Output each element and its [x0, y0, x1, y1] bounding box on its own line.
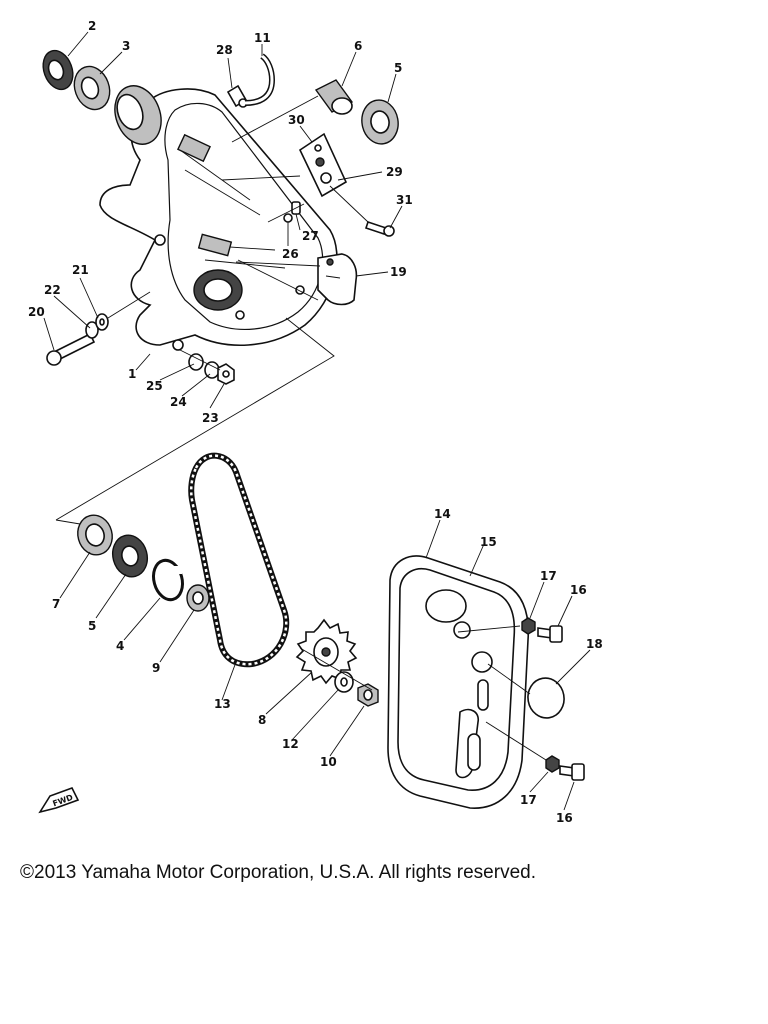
label-26: 26 — [282, 247, 299, 261]
pin-26 — [283, 213, 293, 223]
label-29: 29 — [386, 165, 403, 179]
label-31: 31 — [396, 193, 413, 207]
label-6: 6 — [354, 39, 362, 53]
washer-24 — [204, 361, 220, 379]
copyright-notice: ©2013 Yamaha Motor Corporation, U.S.A. A… — [20, 862, 536, 883]
label-5-upper: 5 — [394, 61, 402, 75]
nut-23 — [217, 363, 235, 385]
bearing-5-upper — [361, 99, 399, 145]
label-2: 2 — [88, 19, 96, 33]
label-20: 20 — [28, 305, 45, 319]
snap-ring-4 — [152, 558, 184, 602]
spacer-9 — [186, 584, 210, 612]
label-16-upper: 16 — [570, 583, 587, 597]
label-7: 7 — [52, 597, 60, 611]
part-labels: 2 3 28 11 6 5 30 29 31 27 26 19 21 22 20… — [28, 19, 603, 825]
bolt-31 — [364, 220, 395, 237]
collar-6 — [314, 79, 354, 115]
cap-18 — [527, 677, 565, 719]
label-14: 14 — [434, 507, 451, 521]
label-11: 11 — [254, 31, 271, 45]
washer-12 — [334, 671, 354, 693]
label-17-upper: 17 — [540, 569, 557, 583]
drive-chain-13 — [188, 452, 290, 668]
label-25: 25 — [146, 379, 163, 393]
bearing-7 — [77, 514, 113, 556]
label-28: 28 — [216, 43, 233, 57]
label-10: 10 — [320, 755, 337, 769]
label-16-lower: 16 — [556, 811, 573, 825]
tensioner-plate-30 — [298, 132, 348, 198]
upper-assembly-lines — [55, 95, 369, 521]
washer-25 — [188, 353, 204, 371]
label-22: 22 — [44, 283, 61, 297]
nut-17-lower — [545, 755, 560, 773]
bearing-2 — [42, 49, 74, 91]
label-9: 9 — [152, 661, 160, 675]
label-21: 21 — [72, 263, 89, 277]
exploded-parts-diagram: FWD 2 — [28, 19, 603, 825]
slider-block-19 — [317, 253, 358, 306]
leader-lines — [43, 31, 591, 811]
nut-17-upper — [521, 617, 536, 635]
bolt-16-upper — [537, 625, 563, 643]
label-23: 23 — [202, 411, 219, 425]
forward-arrow-icon: FWD — [38, 787, 80, 814]
hose-11 — [244, 53, 276, 106]
bearing-5-lower — [112, 534, 148, 578]
bearing-3 — [73, 65, 111, 111]
bolt-20 — [46, 332, 96, 366]
label-24: 24 — [170, 395, 187, 409]
label-3: 3 — [122, 39, 130, 53]
label-1: 1 — [128, 367, 136, 381]
label-5-lower: 5 — [88, 619, 96, 633]
lower-assembly-lines — [55, 519, 547, 761]
cover-plate-15 — [397, 568, 516, 791]
label-12: 12 — [282, 737, 299, 751]
washer-22 — [85, 321, 99, 339]
label-13: 13 — [214, 697, 231, 711]
label-8: 8 — [258, 713, 266, 727]
label-15: 15 — [480, 535, 497, 549]
label-4: 4 — [116, 639, 124, 653]
bolt-16-lower — [559, 763, 585, 781]
chaincase-housing — [99, 85, 338, 351]
label-27: 27 — [302, 229, 319, 243]
label-30: 30 — [288, 113, 305, 127]
washer-21 — [95, 313, 109, 331]
label-17-lower: 17 — [520, 793, 537, 807]
fitting-28 — [226, 84, 248, 108]
sprocket-8 — [295, 618, 358, 685]
label-19: 19 — [390, 265, 407, 279]
label-18: 18 — [586, 637, 603, 651]
nut-10 — [357, 683, 379, 707]
